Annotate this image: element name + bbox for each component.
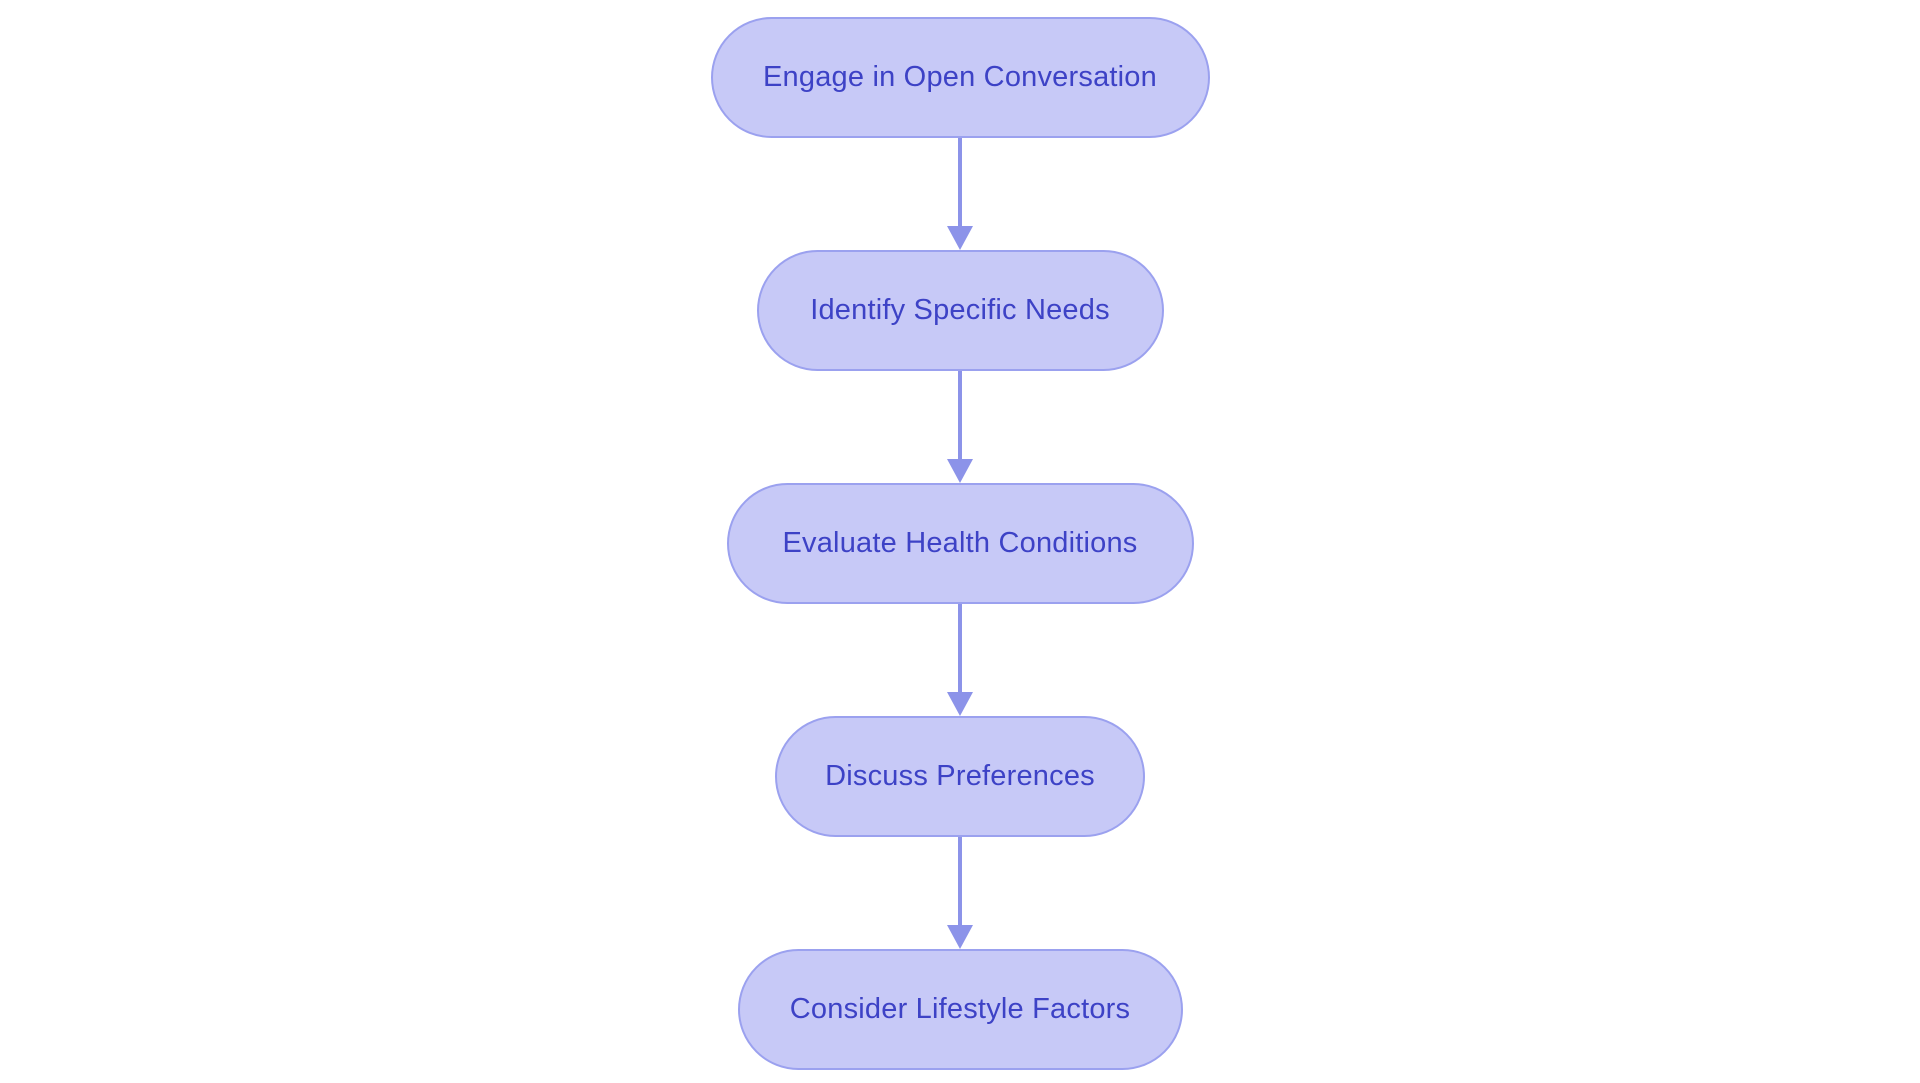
flow-node-consider-lifestyle-factors: Consider Lifestyle Factors: [737, 949, 1183, 1070]
flow-node-label: Evaluate Health Conditions: [782, 527, 1138, 559]
flow-node-evaluate-health-conditions: Evaluate Health Conditions: [726, 483, 1194, 604]
flow-node-label: Discuss Preferences: [825, 760, 1095, 792]
arrow-line: [958, 837, 962, 925]
connector-arrow-3: [947, 604, 973, 716]
arrow-line: [958, 371, 962, 459]
flow-node-label: Engage in Open Conversation: [763, 61, 1157, 93]
flow-node-discuss-preferences: Discuss Preferences: [775, 716, 1145, 837]
arrow-line: [958, 604, 962, 692]
connector-arrow-4: [947, 837, 973, 949]
connector-arrow-1: [947, 138, 973, 250]
flow-node-identify-specific-needs: Identify Specific Needs: [756, 250, 1164, 371]
flow-node-engage-in-open-conversation: Engage in Open Conversation: [710, 17, 1210, 138]
arrow-down-icon: [947, 692, 973, 716]
connector-arrow-2: [947, 371, 973, 483]
flow-node-label: Identify Specific Needs: [810, 294, 1110, 326]
arrow-line: [958, 138, 962, 226]
arrow-down-icon: [947, 925, 973, 949]
arrow-down-icon: [947, 226, 973, 250]
arrow-down-icon: [947, 459, 973, 483]
flow-node-label: Consider Lifestyle Factors: [789, 993, 1131, 1025]
